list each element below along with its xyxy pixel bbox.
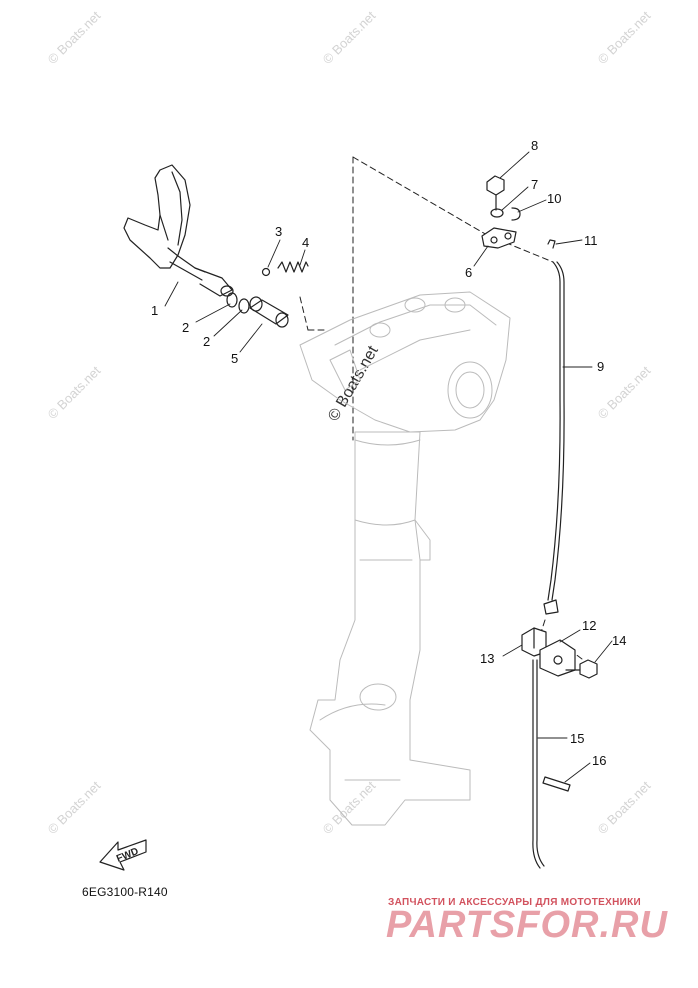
callout-5: 5 [231, 351, 238, 366]
callout-15: 15 [570, 731, 584, 746]
pin [542, 776, 571, 792]
callout-2: 2 [182, 320, 189, 335]
callout-13: 13 [480, 651, 494, 666]
callout-9: 9 [597, 359, 604, 374]
callout-2: 2 [203, 334, 210, 349]
callout-8: 8 [531, 138, 538, 153]
ball [261, 267, 271, 277]
brand-logo: PARTSFOR.RU [386, 904, 668, 946]
part-code: 6EG3100-R140 [82, 885, 168, 899]
joint [481, 227, 517, 249]
bolt [486, 175, 505, 211]
callout-3: 3 [275, 224, 282, 239]
callout-7: 7 [531, 177, 538, 192]
shift-rod-lower [532, 659, 545, 869]
callout-10: 10 [547, 191, 561, 206]
washer [490, 208, 504, 218]
callout-6: 6 [465, 265, 472, 280]
fwd-label: FWD [115, 846, 140, 865]
callout-14: 14 [612, 633, 626, 648]
bracket-bolt [565, 659, 598, 679]
reference-lines [299, 156, 591, 666]
callout-1: 1 [151, 303, 158, 318]
o-ring [226, 292, 250, 314]
shift-rod-upper [543, 261, 565, 615]
callout-16: 16 [592, 753, 606, 768]
shift-lever [123, 164, 234, 297]
callout-4: 4 [302, 235, 309, 250]
clip [511, 207, 521, 221]
leader-lines [164, 151, 613, 783]
brand-tagline: ЗАПЧАСТИ И АКСЕССУАРЫ ДЛЯ МОТОТЕХНИКИ [388, 897, 641, 908]
upper-casing [299, 291, 511, 433]
callout-11: 11 [584, 233, 598, 248]
callout-12: 12 [582, 618, 596, 633]
lower-unit [309, 431, 471, 826]
rod-clip [547, 239, 556, 249]
fwd-arrow [99, 839, 147, 871]
bushing [249, 296, 289, 328]
spring [277, 261, 309, 273]
